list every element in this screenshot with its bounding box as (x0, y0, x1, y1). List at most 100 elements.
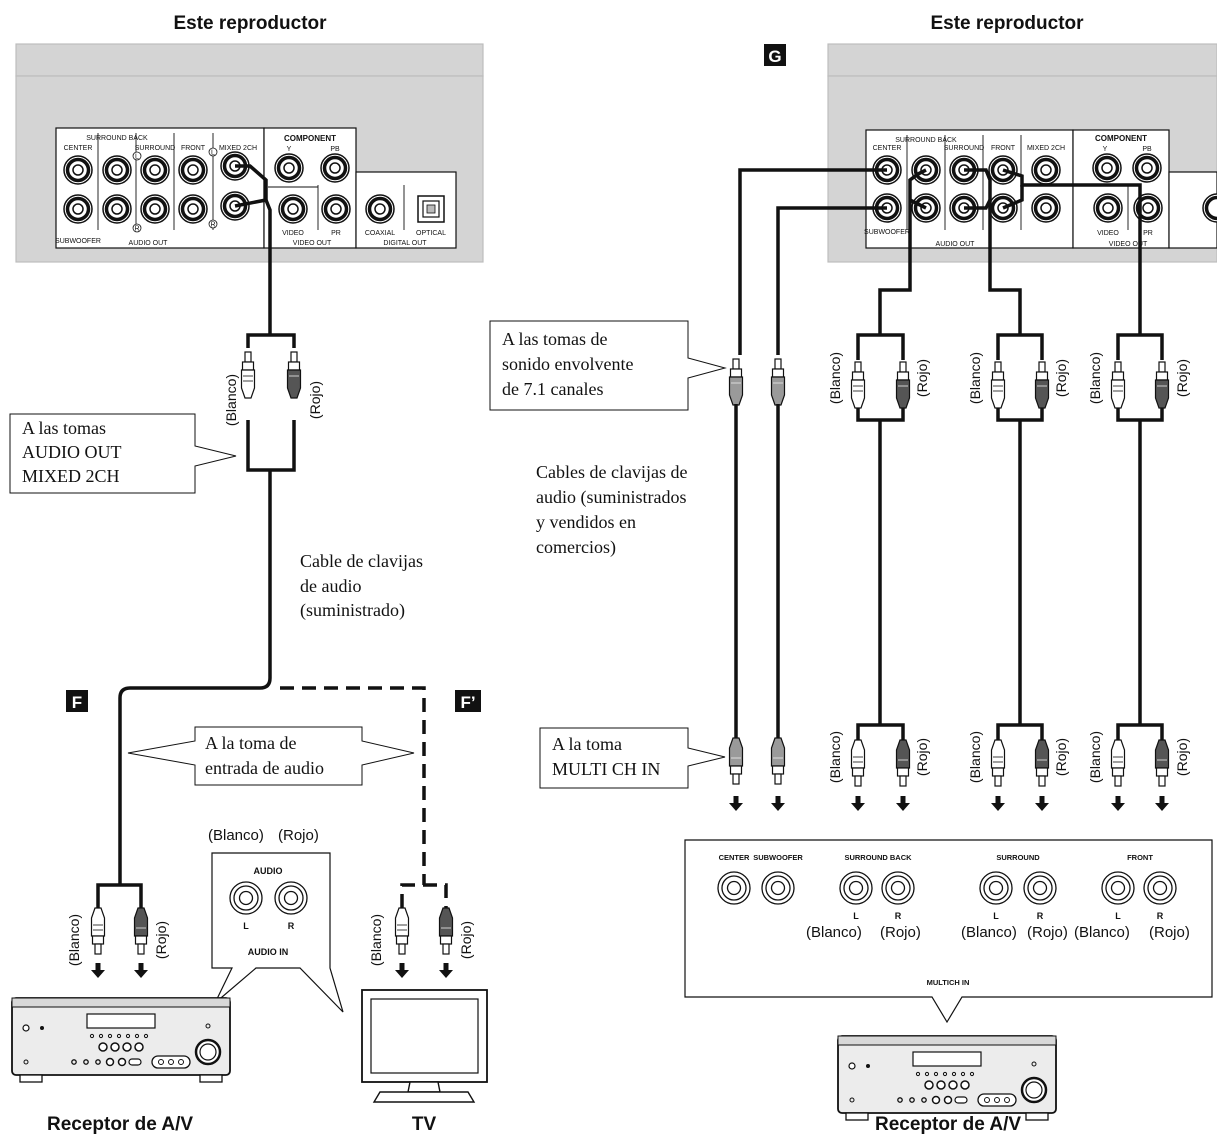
plug-red-rx (133, 907, 149, 955)
letter-f: F (72, 693, 82, 712)
r-label-audio-out: AUDIO OUT (936, 241, 976, 248)
mc-surround-back: SURROUND BACK (844, 853, 912, 862)
label-surround-back: SURROUND BACK (86, 135, 148, 142)
cable-label-line2: de audio (300, 576, 361, 596)
letter-f-box (66, 690, 88, 712)
label-white-3: (Blanco) (368, 914, 384, 966)
audio-in-red: (Rojo) (278, 827, 319, 844)
label-center: CENTER (64, 145, 93, 152)
plug-red-tv (438, 907, 454, 955)
cable-label-line1: Cable de clavijas (300, 551, 423, 571)
left-receiver-label: Receptor de A/V (47, 1114, 193, 1135)
mc-l-2: L (993, 911, 999, 921)
cable-sur-l (964, 168, 1022, 335)
mark-r-2: R (210, 222, 215, 229)
mc-r-3: R (1157, 911, 1164, 921)
audio-in-r: R (288, 921, 295, 931)
left-title: Este reproductor (173, 13, 327, 34)
mc-center: CENTER (719, 853, 750, 862)
arrow-rx-red (134, 963, 148, 978)
tv-label: TV (412, 1114, 437, 1135)
callout-mixed-line2: AUDIO OUT (22, 442, 121, 462)
mixed-fork-top (246, 333, 296, 348)
cable-to-tv (280, 686, 426, 885)
mixed-cable (264, 199, 272, 335)
cable-sb-l (878, 168, 927, 335)
cables-label-line2: audio (suministrados (536, 487, 687, 508)
fork-sur-bottom (996, 408, 1044, 422)
cables-label-line3: y vendidos en (536, 512, 636, 532)
mc-white-1: (Blanco) (806, 924, 862, 941)
label-subwoofer: SUBWOOFER (55, 238, 101, 245)
r-white-1: (Blanco) (827, 352, 843, 404)
r-label-subwoofer: SUBWOOFER (864, 229, 910, 236)
r-white-3: (Blanco) (1087, 352, 1103, 404)
r-white-6: (Blanco) (1087, 731, 1103, 783)
r-label-front: FRONT (991, 145, 1016, 152)
cable-label-line3: (suministrado) (300, 600, 405, 621)
arrow-tv-white (395, 963, 409, 978)
label-coaxial: COAXIAL (365, 230, 395, 237)
label-surround: SURROUND (135, 145, 175, 152)
plug-center-top (728, 358, 744, 406)
mc-red-1: (Rojo) (880, 924, 921, 941)
label-component: COMPONENT (284, 134, 336, 143)
plug-sub-top (770, 358, 786, 406)
plug-red-up (286, 351, 302, 399)
cable-front-r (1002, 185, 1024, 210)
mark-l-1: L (135, 154, 139, 161)
fork-sur-top (996, 333, 1044, 360)
r-label-component: COMPONENT (1095, 134, 1147, 143)
callout-multi-line1: A la toma (552, 734, 622, 754)
label-pb: PB (330, 146, 340, 153)
label-optical: OPTICAL (416, 230, 446, 237)
fork-front-bottom (1116, 408, 1164, 422)
audio-in-white: (Blanco) (208, 827, 264, 844)
mc-front: FRONT (1127, 853, 1153, 862)
label-white-2: (Blanco) (66, 914, 82, 966)
audio-in-audio: AUDIO (254, 866, 283, 876)
callout-input (127, 726, 415, 786)
tv-fork (400, 883, 448, 908)
r-label-surround: SURROUND (944, 145, 984, 152)
audio-in-label: AUDIO IN (248, 947, 289, 957)
label-front: FRONT (181, 145, 206, 152)
receiver-fork (96, 883, 143, 908)
right-player-panel: CENTER SURROUND BACK SURROUND FRONT MIXE… (827, 43, 1217, 263)
r-label-video: VIDEO (1097, 230, 1119, 237)
plug-white-tv (394, 907, 410, 955)
mc-l-1: L (853, 911, 859, 921)
r-red-4: (Rojo) (914, 738, 930, 776)
letter-g-box (764, 44, 786, 66)
label-white-1: (Blanco) (223, 374, 239, 426)
callout-mixed-line3: MIXED 2CH (22, 466, 120, 486)
mc-multich-in: MULTICH IN (927, 978, 970, 987)
r-label-pb: PB (1142, 146, 1152, 153)
right-receiver (836, 1034, 1058, 1122)
mc-r-1: R (895, 911, 902, 921)
label-video: VIDEO (282, 230, 304, 237)
mixed-cable-loop (234, 164, 268, 208)
callout-mixed-line1: A las tomas (22, 418, 106, 438)
callout-71-line3: de 7.1 canales (502, 379, 603, 399)
right-receiver-label: Receptor de A/V (875, 1114, 1021, 1135)
r-red-5: (Rojo) (1053, 738, 1069, 776)
letter-f2: F’ (460, 693, 475, 712)
r-white-5: (Blanco) (967, 731, 983, 783)
r-white-4: (Blanco) (827, 731, 843, 783)
label-red-1: (Rojo) (307, 381, 323, 419)
mc-white-3: (Blanco) (1074, 924, 1130, 941)
cable-to-receiver (118, 470, 272, 885)
r-red-1: (Rojo) (914, 359, 930, 397)
mark-l-2: L (211, 150, 215, 157)
cable-center (738, 168, 887, 355)
mc-red-2: (Rojo) (1027, 924, 1068, 941)
label-audio-out: AUDIO OUT (129, 240, 169, 247)
multich-panel (684, 839, 1213, 1024)
mc-r-2: R (1037, 911, 1044, 921)
callout-71-line2: sonido envolvente (502, 354, 633, 374)
cable-sur-r (964, 199, 992, 210)
r-label-center: CENTER (873, 145, 902, 152)
